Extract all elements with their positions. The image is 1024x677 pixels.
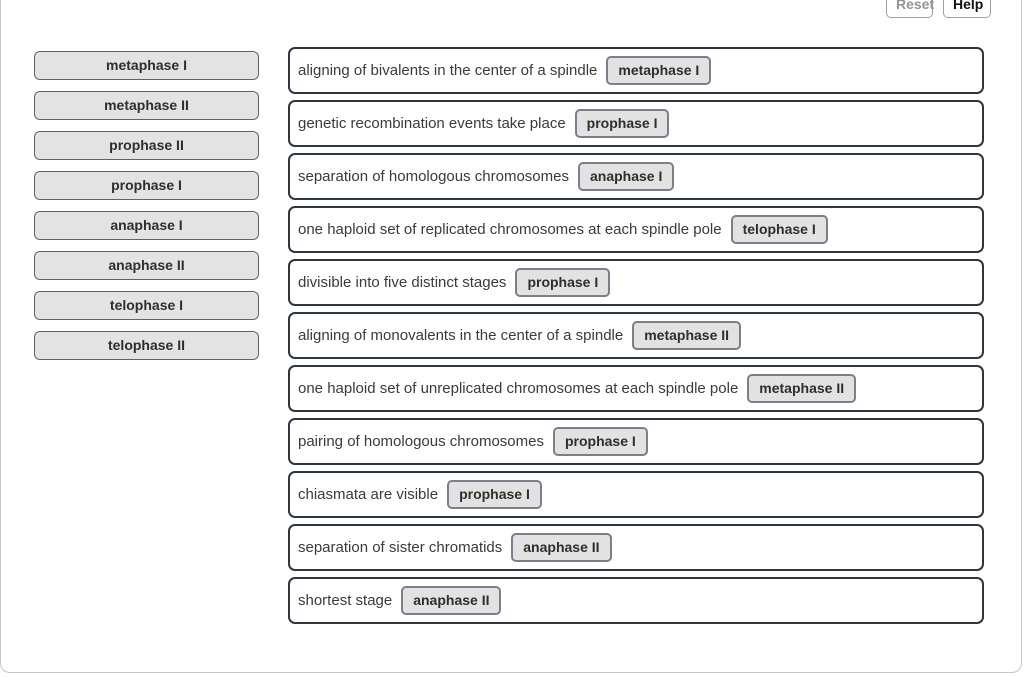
drop-row[interactable]: divisible into five distinct stages prop…: [288, 259, 984, 306]
bank-chip-telophase-i[interactable]: telophase I: [34, 291, 259, 320]
row-description: chiasmata are visible: [298, 486, 439, 503]
drop-row[interactable]: separation of sister chromatids anaphase…: [288, 524, 984, 571]
row-description: pairing of homologous chromosomes: [298, 433, 544, 450]
drop-row-list: aligning of bivalents in the center of a…: [288, 47, 984, 630]
bank-chip-anaphase-ii[interactable]: anaphase II: [34, 251, 259, 280]
row-description: aligning of monovalents in the center of…: [298, 327, 624, 344]
row-description: separation of homologous chromosomes: [298, 168, 569, 185]
drop-row[interactable]: one haploid set of replicated chromosome…: [288, 206, 984, 253]
phase-chip-bank: metaphase I metaphase II prophase II pro…: [34, 51, 259, 371]
drop-row[interactable]: chiasmata are visible prophase I: [288, 471, 984, 518]
drop-row[interactable]: genetic recombination events take place …: [288, 100, 984, 147]
row-description: one haploid set of unreplicated chromoso…: [298, 380, 739, 397]
bank-chip-anaphase-i[interactable]: anaphase I: [34, 211, 259, 240]
answer-chip[interactable]: anaphase II: [511, 533, 612, 562]
drop-row[interactable]: shortest stage anaphase II: [288, 577, 984, 624]
answer-chip[interactable]: anaphase I: [577, 162, 675, 191]
row-description: aligning of bivalents in the center of a…: [298, 62, 598, 79]
answer-chip[interactable]: prophase I: [515, 268, 611, 297]
help-button[interactable]: Help: [943, 0, 991, 18]
bank-chip-prophase-i[interactable]: prophase I: [34, 171, 259, 200]
answer-chip[interactable]: prophase I: [552, 427, 648, 456]
row-description: genetic recombination events take place: [298, 115, 566, 132]
drop-row[interactable]: one haploid set of unreplicated chromoso…: [288, 365, 984, 412]
drop-row[interactable]: pairing of homologous chromosomes propha…: [288, 418, 984, 465]
answer-chip[interactable]: prophase I: [574, 109, 670, 138]
drop-row[interactable]: separation of homologous chromosomes ana…: [288, 153, 984, 200]
row-description: divisible into five distinct stages: [298, 274, 507, 291]
answer-chip[interactable]: anaphase II: [401, 586, 502, 615]
bank-chip-metaphase-i[interactable]: metaphase I: [34, 51, 259, 80]
bank-chip-metaphase-ii[interactable]: metaphase II: [34, 91, 259, 120]
answer-chip[interactable]: metaphase II: [747, 374, 857, 403]
answer-chip[interactable]: metaphase I: [606, 56, 712, 85]
row-description: one haploid set of replicated chromosome…: [298, 221, 722, 238]
bank-chip-prophase-ii[interactable]: prophase II: [34, 131, 259, 160]
answer-chip[interactable]: metaphase II: [632, 321, 742, 350]
row-description: shortest stage: [298, 592, 393, 609]
bank-chip-telophase-ii[interactable]: telophase II: [34, 331, 259, 360]
row-description: separation of sister chromatids: [298, 539, 503, 556]
drop-row[interactable]: aligning of monovalents in the center of…: [288, 312, 984, 359]
drop-row[interactable]: aligning of bivalents in the center of a…: [288, 47, 984, 94]
answer-chip[interactable]: prophase I: [447, 480, 542, 509]
answer-chip[interactable]: telophase I: [730, 215, 828, 244]
reset-button[interactable]: Reset: [886, 0, 934, 18]
